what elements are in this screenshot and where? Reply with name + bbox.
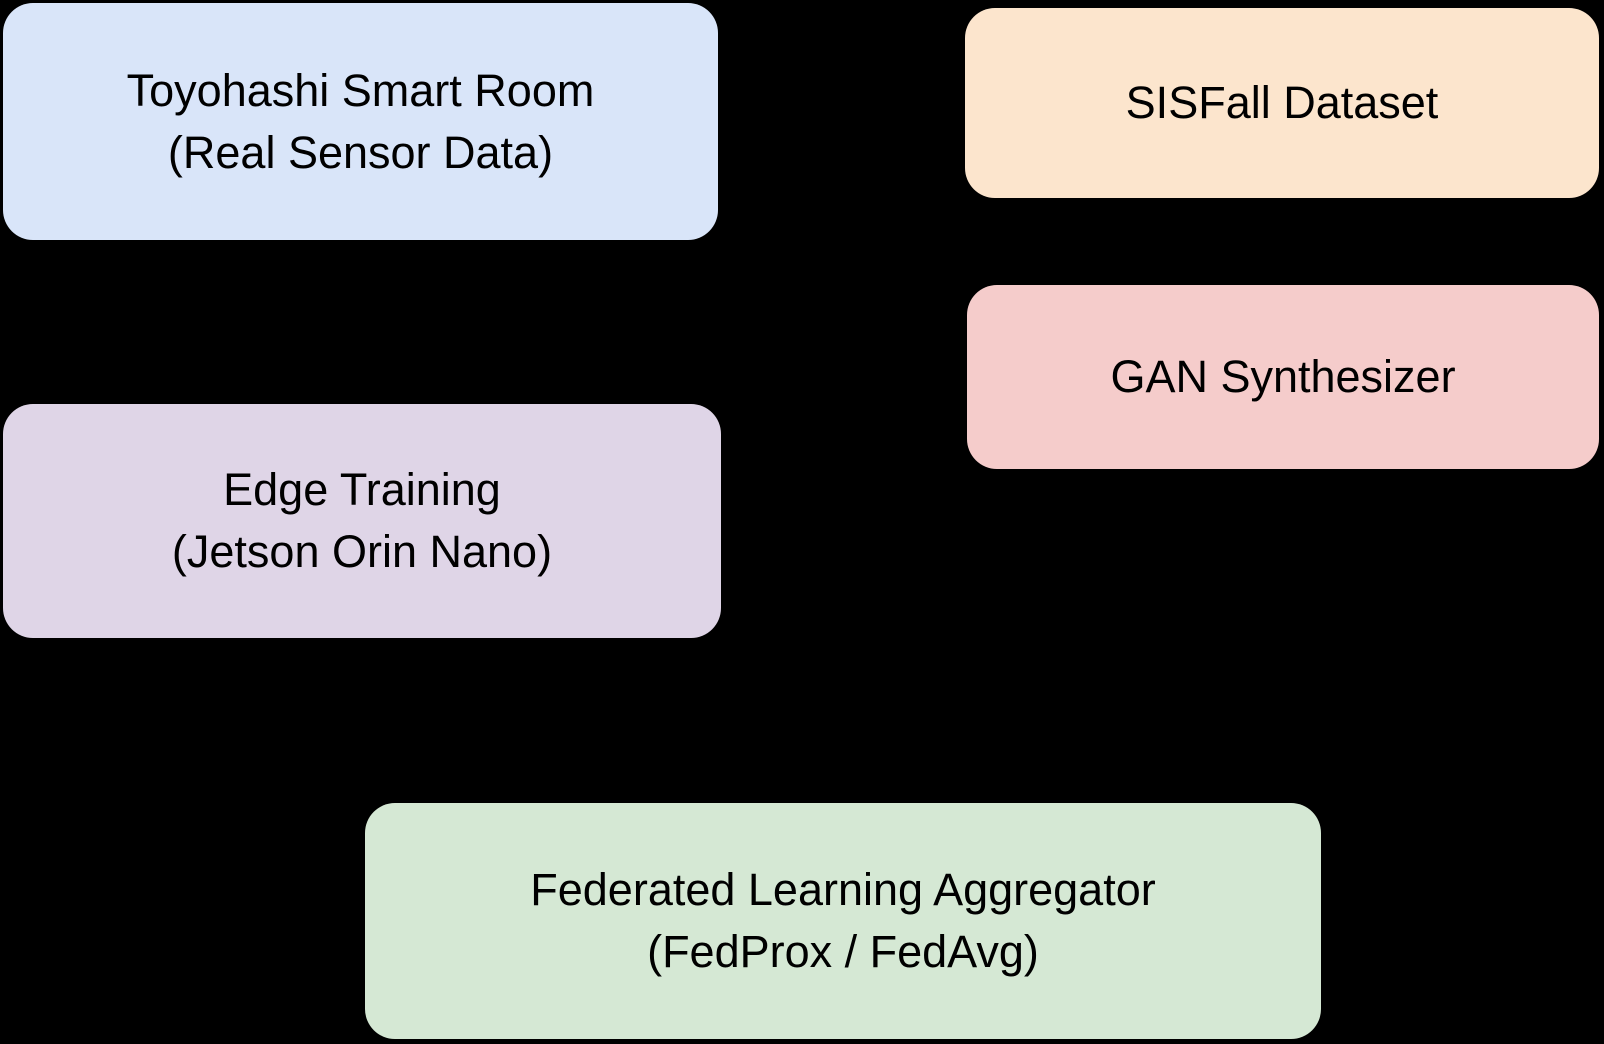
node-label-line1: Toyohashi Smart Room	[126, 64, 595, 116]
node-label-line2: (Jetson Orin Nano)	[171, 526, 553, 577]
node-label-line1: GAN Synthesizer	[1110, 351, 1456, 402]
node-edge-training: Edge Training (Jetson Orin Nano)	[3, 404, 721, 638]
node-label-line2: (FedProx / FedAvg)	[647, 926, 1039, 977]
node-federated-learning-aggregator: Federated Learning Aggregator (FedProx /…	[365, 803, 1321, 1039]
node-gan-synthesizer: GAN Synthesizer	[967, 285, 1599, 469]
node-label-line2: (Real Sensor Data)	[167, 126, 554, 178]
node-label-line1: SISFall Dataset	[1125, 77, 1439, 128]
node-toyohashi-smart-room: Toyohashi Smart Room (Real Sensor Data)	[3, 3, 718, 240]
node-sisfall-dataset: SISFall Dataset	[965, 8, 1599, 198]
node-label-line1: Federated Learning Aggregator	[530, 864, 1156, 915]
node-label-line1: Edge Training	[223, 464, 501, 515]
